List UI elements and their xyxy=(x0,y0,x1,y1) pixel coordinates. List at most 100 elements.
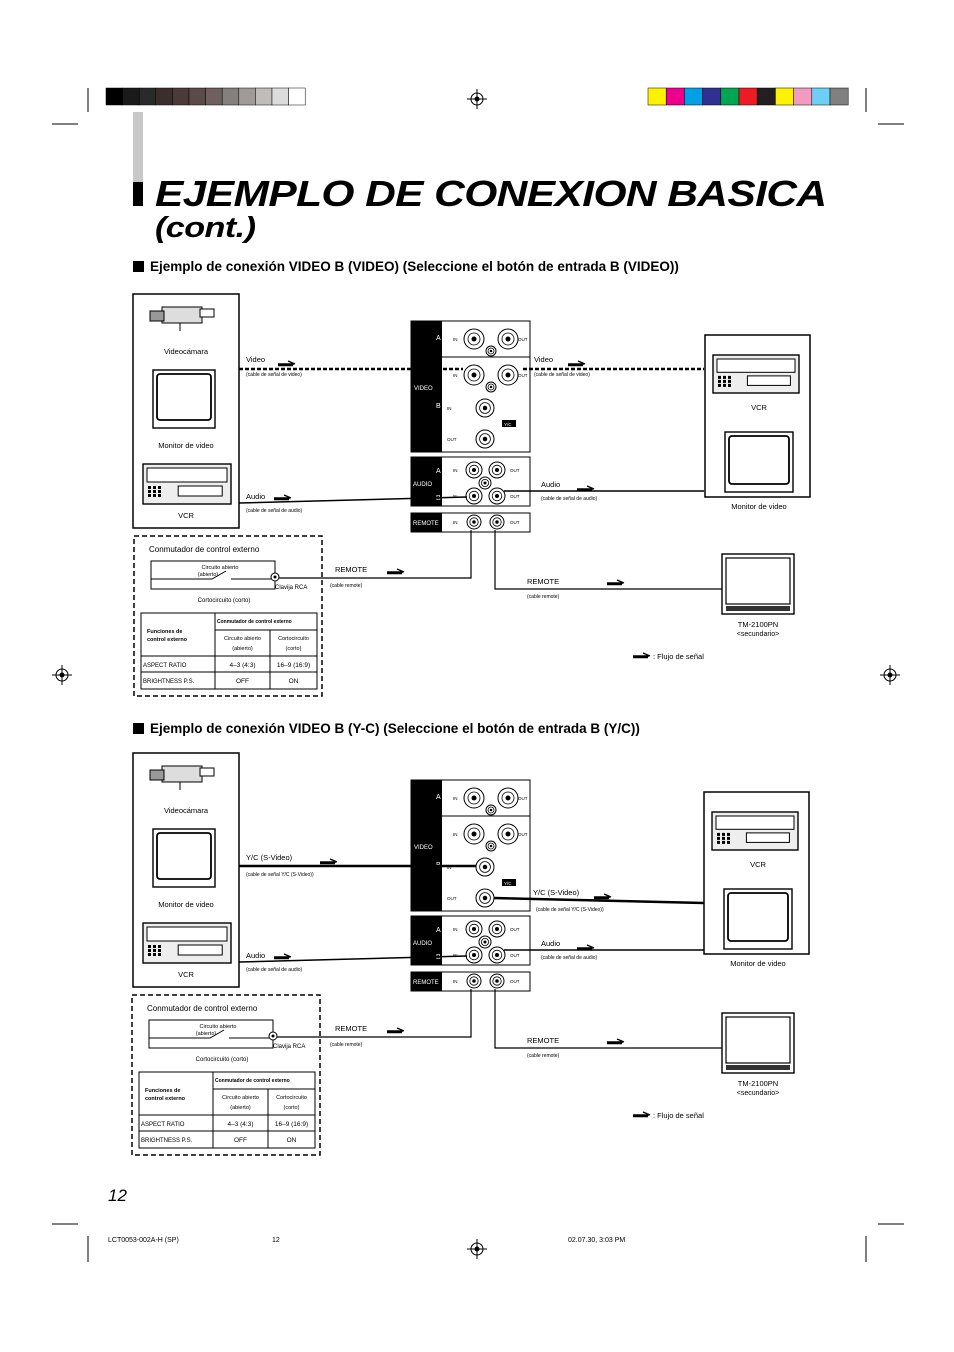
vcr-tape-slot xyxy=(746,375,791,386)
rca-plug-pin xyxy=(273,575,277,579)
table-header-control: control externo xyxy=(147,637,188,643)
footer-doc-code: LCT0053-002A-H (SP) xyxy=(108,1237,179,1244)
panel-label-video: VIDEO xyxy=(414,845,433,851)
signal-yc-in-cable: (cable de señal Y/C (S-Video)) xyxy=(246,872,314,878)
vcr-button xyxy=(722,840,725,844)
jack-ring xyxy=(480,478,489,487)
yc-badge xyxy=(502,879,516,886)
color-calibration-bar xyxy=(647,87,849,106)
jack-pin xyxy=(489,349,493,353)
audio-jack-in: IN xyxy=(453,927,458,932)
crop-marks xyxy=(52,88,904,1262)
tm-monitor-controls xyxy=(726,606,790,611)
signal-arrow-icon xyxy=(633,1111,651,1118)
jack-ring xyxy=(491,490,503,502)
panel-label-audio: AUDIO xyxy=(413,482,432,488)
signal-audio-out: Audio xyxy=(541,939,560,948)
legend-signal-flow: : Flujo de señal xyxy=(653,652,704,661)
table-cell-short: ON xyxy=(289,678,299,685)
label-abierto: (abierto) xyxy=(198,572,219,578)
cable-remote-in xyxy=(276,530,472,579)
jack-ring xyxy=(467,791,481,805)
jack-pin xyxy=(482,405,488,411)
jack-pin xyxy=(495,468,499,472)
audio-jack-in: IN xyxy=(453,494,458,499)
jack-label-out: OUT xyxy=(518,337,528,342)
table-cell-open: 4–3 (4:3) xyxy=(227,1121,253,1128)
signal-yc-in: Y/C (S-Video) xyxy=(246,853,293,862)
signal-arrow-icon xyxy=(577,944,595,951)
vcr-button xyxy=(722,836,725,840)
jack-label-out-yc: OUT xyxy=(447,437,457,442)
jack-pin xyxy=(505,372,511,378)
signal-video-in: Video xyxy=(246,355,265,364)
jack-pin xyxy=(471,795,477,801)
label-cortocircuito: Cortocircuito (corto) xyxy=(198,598,251,604)
remote-jack-in: IN xyxy=(453,520,458,525)
page-title: EJEMPLO DE CONEXION BASICA xyxy=(155,173,827,214)
vcr-button xyxy=(718,383,721,387)
side-tab xyxy=(133,112,143,187)
functions-table xyxy=(138,1071,316,1149)
vcr-button xyxy=(153,949,156,952)
signal-arrow-icon xyxy=(278,360,296,367)
cable-remote-out xyxy=(494,530,722,590)
jack-label-yc: Y/C xyxy=(504,881,512,886)
legend-signal-flow: : Flujo de señal xyxy=(653,1111,704,1120)
jack-label-yc: Y/C xyxy=(504,422,512,427)
jack-ring xyxy=(491,949,503,961)
jack-ring xyxy=(468,949,480,961)
vcr-button xyxy=(717,836,720,840)
switch-lever xyxy=(151,570,227,580)
bullet-square-icon xyxy=(133,261,144,272)
table-col-abierto: Circuito abierto xyxy=(224,636,261,642)
table-col-abierto-paren: (abierto) xyxy=(232,646,253,652)
vcr-button xyxy=(717,832,720,836)
jack-ring xyxy=(501,332,515,346)
cable-audio-in xyxy=(238,496,468,504)
video-panel-strip xyxy=(411,780,442,911)
table-cell-function: ASPECT RATIO xyxy=(141,1122,185,1128)
jack-ring xyxy=(469,517,479,527)
vcr-button xyxy=(158,953,161,956)
vcr-button xyxy=(727,836,730,840)
jack-pin xyxy=(489,385,493,389)
vcr-button xyxy=(723,375,726,379)
vcr-button xyxy=(148,494,151,497)
jack-ring xyxy=(479,402,491,414)
table-col-corto-paren: (corto) xyxy=(286,646,302,652)
signal-remote-in-cable: (cable remote) xyxy=(330,1042,363,1048)
signal-video-in-cable: (cable de señal de video) xyxy=(246,372,302,378)
signal-remote-in: REMOTE xyxy=(335,565,367,574)
jack-pin xyxy=(471,336,477,342)
switch-diagram xyxy=(148,1019,274,1049)
table-header-conmutador: Conmutador de control externo xyxy=(215,1078,290,1084)
jack-pin xyxy=(505,336,511,342)
table-col-abierto: Circuito abierto xyxy=(222,1095,259,1101)
panel-label-audio: AUDIO xyxy=(413,941,432,947)
label-clavija-rca: Clavija RCA xyxy=(275,585,307,591)
signal-arrow-icon xyxy=(274,953,292,960)
jack-ring xyxy=(491,464,503,476)
vcr-button xyxy=(148,486,151,489)
vcr-button xyxy=(158,486,161,489)
page-subtitle: (cont.) xyxy=(155,212,256,244)
jack-pin xyxy=(472,979,476,983)
label-tm2100pn: TM-2100PN xyxy=(738,1079,778,1088)
panel-label-remote: REMOTE xyxy=(413,980,439,986)
signal-audio-out-cable: (cable de señal de audio) xyxy=(541,496,597,502)
jack-ring xyxy=(492,517,502,527)
jack-ring xyxy=(479,892,491,904)
jack-ring xyxy=(487,806,495,814)
label-right-monitor: Monitor de video xyxy=(730,959,785,968)
signal-remote-in-cable: (cable remote) xyxy=(330,583,363,589)
label-clavija-rca: Clavija RCA xyxy=(273,1044,305,1050)
vcr-button xyxy=(727,832,730,836)
jack-pin xyxy=(471,372,477,378)
vcr-button xyxy=(148,949,151,952)
destination-devices-box xyxy=(703,791,810,955)
tm-monitor-screen xyxy=(725,557,791,605)
remote-panel-strip xyxy=(411,972,442,991)
jack-ring xyxy=(467,368,481,382)
